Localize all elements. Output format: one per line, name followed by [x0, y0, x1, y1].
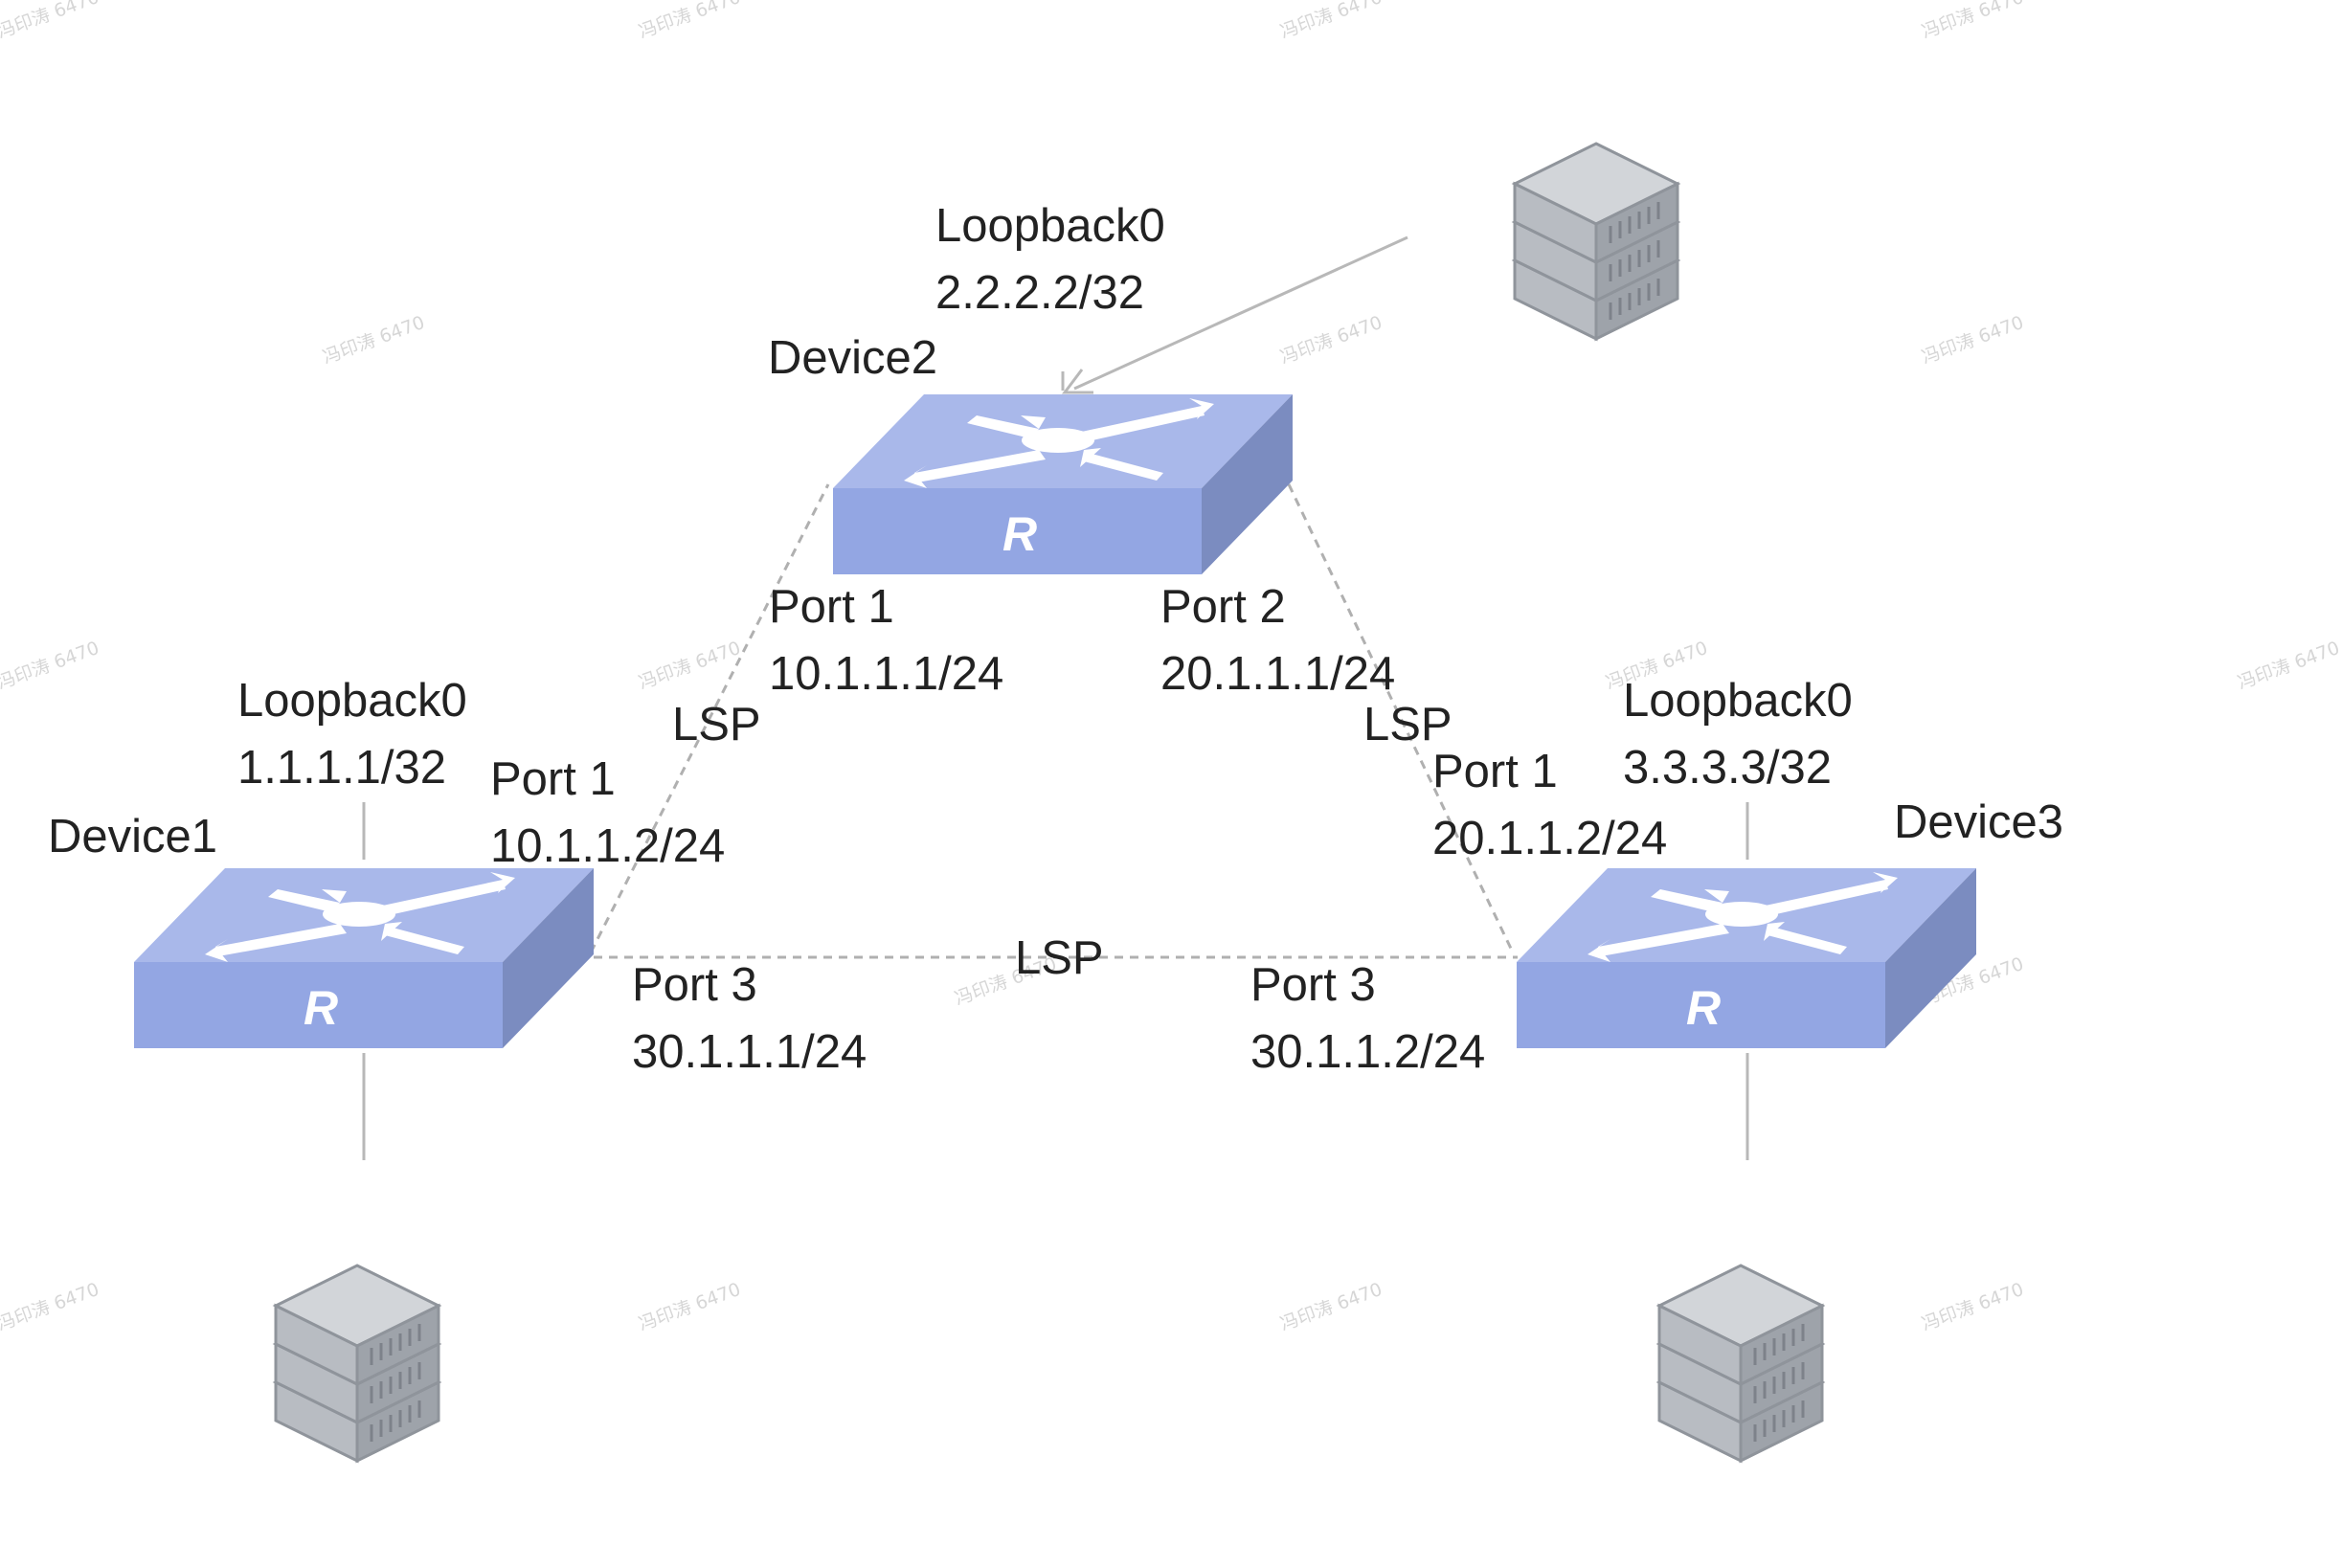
device2-port2-ip: 20.1.1.1/24	[1160, 648, 1395, 700]
device2-loopback-label: Loopback0	[935, 200, 1165, 252]
server-link-d2	[1073, 235, 1408, 391]
device1-port1-ip: 10.1.1.2/24	[490, 820, 725, 872]
watermark-text: 冯印涛 6470	[0, 1279, 101, 1335]
watermark-text: 冯印涛 6470	[1919, 1279, 2026, 1335]
device2-name: Device2	[768, 332, 937, 384]
watermark-text: 冯印涛 6470	[636, 0, 743, 43]
lsp-label-left: LSP	[672, 699, 761, 750]
server-stack-icon	[274, 1264, 440, 1463]
watermark-text: 冯印涛 6470	[1919, 312, 2026, 369]
device3-loopback-ip: 3.3.3.3/32	[1623, 742, 1832, 794]
arrow-head-icon	[1062, 369, 1093, 394]
router-icon: R	[1517, 868, 1976, 1048]
lsp-label-bottom: LSP	[1015, 932, 1104, 984]
router-badge: R	[304, 981, 338, 1035]
watermark-text: 冯印涛 6470	[320, 312, 427, 369]
server-stack-icon	[1657, 1264, 1824, 1463]
watermark-text: 冯印涛 6470	[2235, 638, 2342, 694]
lsp-label-right: LSP	[1363, 699, 1452, 750]
watermark-text: 冯印涛 6470	[1277, 1279, 1385, 1335]
watermark-text: 冯印涛 6470	[1919, 0, 2026, 43]
device1-loopback-ip: 1.1.1.1/32	[237, 742, 446, 794]
device1-port3-ip: 30.1.1.1/24	[632, 1026, 867, 1078]
device1-name: Device1	[48, 811, 217, 862]
router-badge: R	[1002, 507, 1037, 561]
watermark-text: 冯印涛 6470	[0, 638, 101, 694]
router-icon: R	[833, 394, 1293, 574]
device2-port1-label: Port 1	[769, 581, 894, 633]
watermark-text: 冯印涛 6470	[1277, 0, 1385, 43]
router-icon: R	[134, 868, 594, 1048]
watermark-text: 冯印涛 6470	[636, 1279, 743, 1335]
device3-name: Device3	[1894, 796, 2063, 848]
device1-loopback-label: Loopback0	[237, 675, 467, 727]
device2-port2-label: Port 2	[1160, 581, 1286, 633]
device3-loopback-label: Loopback0	[1623, 675, 1853, 727]
lsp-link-d1-d2	[589, 483, 830, 953]
device1-port3-label: Port 3	[632, 959, 757, 1011]
links	[362, 235, 1749, 1160]
server-stack-icon	[1513, 142, 1679, 341]
device2-port1-ip: 10.1.1.1/24	[769, 648, 1003, 700]
device3-port1-label: Port 1	[1432, 746, 1558, 797]
device1-port1-label: Port 1	[490, 753, 616, 805]
device3-port1-ip: 20.1.1.2/24	[1432, 813, 1667, 864]
device2-loopback-ip: 2.2.2.2/32	[935, 267, 1144, 319]
lsp-link-d2-d3	[1287, 483, 1515, 953]
watermark-text: 冯印涛 6470	[1277, 312, 1385, 369]
device3-port3-ip: 30.1.1.2/24	[1250, 1026, 1485, 1078]
device3-port3-label: Port 3	[1250, 959, 1376, 1011]
router-badge: R	[1686, 981, 1721, 1035]
watermark-text: 冯印涛 6470	[0, 0, 101, 43]
watermark-text: 冯印涛 6470	[636, 638, 743, 694]
